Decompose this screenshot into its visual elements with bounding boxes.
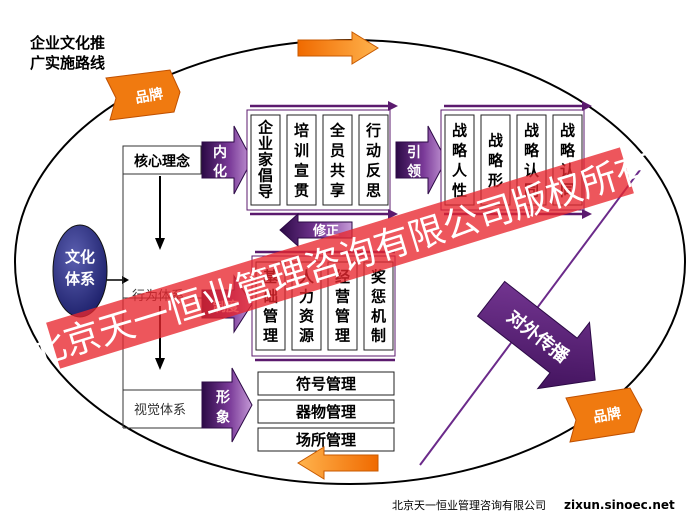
behavior-box-4-char: 惩 bbox=[371, 288, 386, 306]
visual-box-2: 器物管理 bbox=[257, 399, 395, 424]
core-practice-box-4-char: 动 bbox=[366, 142, 381, 160]
strategy-box-2-char: 战 bbox=[488, 132, 503, 150]
image-arrow: 形 象 bbox=[201, 367, 253, 443]
behavior-box-4-char: 制 bbox=[371, 327, 386, 345]
core-practice-box-1-char: 导 bbox=[258, 182, 273, 200]
footer-company: 北京天一恒业管理咨询有限公司 bbox=[392, 498, 546, 512]
visual-box-label: 场所管理 bbox=[296, 431, 356, 449]
strategy-box-4-char: 战 bbox=[560, 122, 575, 140]
brand-label-bottom: 品牌 bbox=[565, 387, 643, 443]
core-practice-box-1-char: 业 bbox=[258, 134, 273, 152]
core-practice-box-1-char: 家 bbox=[258, 150, 273, 168]
behavior-box-4-char: 奖 bbox=[371, 268, 387, 286]
visual-box-1: 符号管理 bbox=[257, 371, 395, 396]
strategy-box-2-char: 略 bbox=[488, 152, 504, 170]
core-practice-box-4-char: 行 bbox=[365, 122, 381, 140]
bottom-flow-arrow bbox=[297, 446, 379, 480]
svg-text:内: 内 bbox=[213, 144, 227, 161]
behavior-box-2-char: 源 bbox=[299, 327, 314, 345]
behavior-box-2-char: 资 bbox=[299, 307, 314, 325]
core-practice-box-4-char: 思 bbox=[366, 182, 381, 200]
core-practice-box-3-char: 员 bbox=[330, 142, 345, 160]
strategy-box-1-char: 人 bbox=[452, 162, 468, 180]
behavior-box-3-char: 营 bbox=[335, 288, 350, 306]
svg-text:品牌: 品牌 bbox=[592, 404, 623, 426]
top-flow-arrow bbox=[297, 31, 379, 65]
internalize-arrow: 内 化 bbox=[201, 125, 253, 195]
visual-box-3: 场所管理 bbox=[257, 427, 395, 452]
svg-text:引: 引 bbox=[407, 145, 421, 161]
core-practice-box-1-char: 企 bbox=[257, 118, 274, 136]
visual-box-label: 符号管理 bbox=[296, 375, 356, 393]
core-practice-box-2-char: 培 bbox=[294, 122, 309, 140]
behavior-box-4-char: 机 bbox=[371, 307, 386, 325]
core-practice-box-2-char: 贯 bbox=[294, 182, 309, 200]
strategy-box-1-char: 性 bbox=[452, 182, 467, 200]
core-practice-box-2-char: 训 bbox=[294, 142, 309, 160]
diagram-title-line1: 企业文化推 bbox=[29, 34, 105, 52]
core-practice-box-2-char: 宣 bbox=[294, 162, 309, 180]
core-practice-box-4-char: 反 bbox=[366, 162, 381, 180]
footer-website: zixun.sinoec.net bbox=[564, 498, 675, 512]
svg-text:视觉体系: 视觉体系 bbox=[134, 403, 186, 418]
svg-text:体系: 体系 bbox=[65, 270, 95, 288]
svg-text:化: 化 bbox=[213, 163, 227, 180]
svg-text:象: 象 bbox=[216, 409, 230, 426]
external-arrow: 对外传播 bbox=[476, 280, 596, 390]
behavior-box-3-char: 管 bbox=[335, 307, 350, 325]
strategy-box-1-char: 略 bbox=[452, 142, 468, 160]
core-concept-node: 核心理念 bbox=[122, 145, 202, 175]
svg-text:核心理念: 核心理念 bbox=[134, 153, 191, 170]
strategy-box-3-char: 战 bbox=[524, 122, 539, 140]
behavior-box-1-char: 管 bbox=[263, 307, 278, 325]
behavior-box-1-char: 理 bbox=[263, 327, 278, 345]
strategy-box-4-char: 略 bbox=[560, 142, 576, 160]
strategy-box-3-char: 略 bbox=[524, 142, 540, 160]
svg-text:修正: 修正 bbox=[312, 223, 339, 239]
visual-system-node: 视觉体系 bbox=[123, 389, 205, 429]
behavior-box-3-char: 理 bbox=[335, 327, 350, 345]
core-practice-box-3-char: 全 bbox=[329, 122, 346, 140]
core-practice-box-3-char: 共 bbox=[330, 162, 345, 180]
svg-text:品牌: 品牌 bbox=[134, 85, 165, 107]
svg-text:文化: 文化 bbox=[65, 248, 95, 266]
diagram-title-line2: 广实施路线 bbox=[30, 54, 105, 72]
svg-text:领: 领 bbox=[407, 163, 421, 180]
strategy-box-1-char: 战 bbox=[452, 122, 467, 140]
core-practice-box-1-char: 倡 bbox=[257, 166, 273, 184]
visual-box-label: 器物管理 bbox=[295, 403, 356, 421]
brand-label-top: 品牌 bbox=[105, 69, 181, 121]
culture-system-node: 文化 体系 bbox=[52, 224, 108, 318]
core-practice-box-3-char: 享 bbox=[330, 182, 345, 200]
svg-text:形: 形 bbox=[216, 389, 230, 406]
lead-arrow: 引 领 bbox=[395, 125, 447, 195]
